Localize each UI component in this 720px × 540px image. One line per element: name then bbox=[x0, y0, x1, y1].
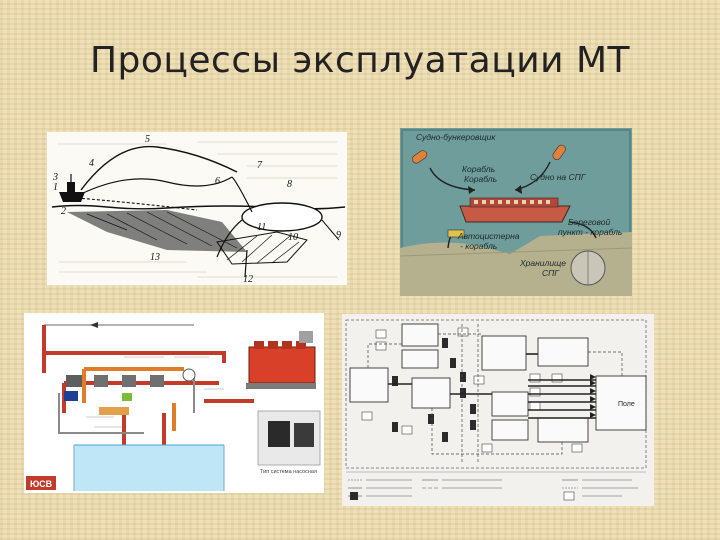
logo: ЮСВ bbox=[30, 479, 53, 489]
label-13: 13 bbox=[150, 252, 160, 263]
label-truck-ship-1: Автоцистерна bbox=[457, 231, 520, 241]
label-ship-ship-1: Корабль bbox=[462, 164, 495, 174]
label-1: 1 bbox=[53, 182, 58, 193]
label-11: 11 bbox=[257, 222, 266, 233]
slide-title: Процессы эксплуатации МТ bbox=[89, 40, 631, 81]
label-9: 9 bbox=[336, 230, 341, 241]
lng-bunkering-diagram: Судно-бункеровщик Корабль Корабль Судно … bbox=[400, 128, 632, 296]
label-shore-ship-2: пункт - корабль bbox=[558, 227, 622, 237]
label-5: 5 bbox=[145, 134, 150, 145]
label-ship-ship-2: Корабль bbox=[464, 174, 497, 184]
label-2: 2 bbox=[61, 206, 66, 217]
photo-caption: Тип система насосная bbox=[260, 469, 317, 475]
label-lng-vessel: Судно на СПГ bbox=[530, 172, 587, 182]
label-8: 8 bbox=[287, 179, 292, 190]
label-lng-storage-1: Хранилище bbox=[519, 258, 566, 268]
engine-piping-diagram: Тип система насосная ЮСВ bbox=[24, 313, 324, 493]
main-box-label: Поле bbox=[618, 401, 635, 408]
label-3: 3 bbox=[52, 172, 58, 183]
label-6: 6 bbox=[215, 176, 220, 187]
label-shore-ship-1: Береговой bbox=[568, 217, 611, 227]
block-diagram: Поле bbox=[342, 314, 654, 506]
towing-scheme-diagram: 1 12 3 4 5 6 7 8 9 10 11 13 2 bbox=[47, 132, 347, 285]
label-truck-ship-2: - корабль bbox=[460, 241, 497, 251]
label-bunker-vessel: Судно-бункеровщик bbox=[416, 132, 496, 142]
label-lng-storage-2: СПГ bbox=[542, 268, 560, 278]
label-12: 12 bbox=[243, 274, 253, 285]
label-4: 4 bbox=[89, 158, 94, 169]
label-7: 7 bbox=[257, 160, 263, 171]
label-10: 10 bbox=[288, 232, 298, 243]
